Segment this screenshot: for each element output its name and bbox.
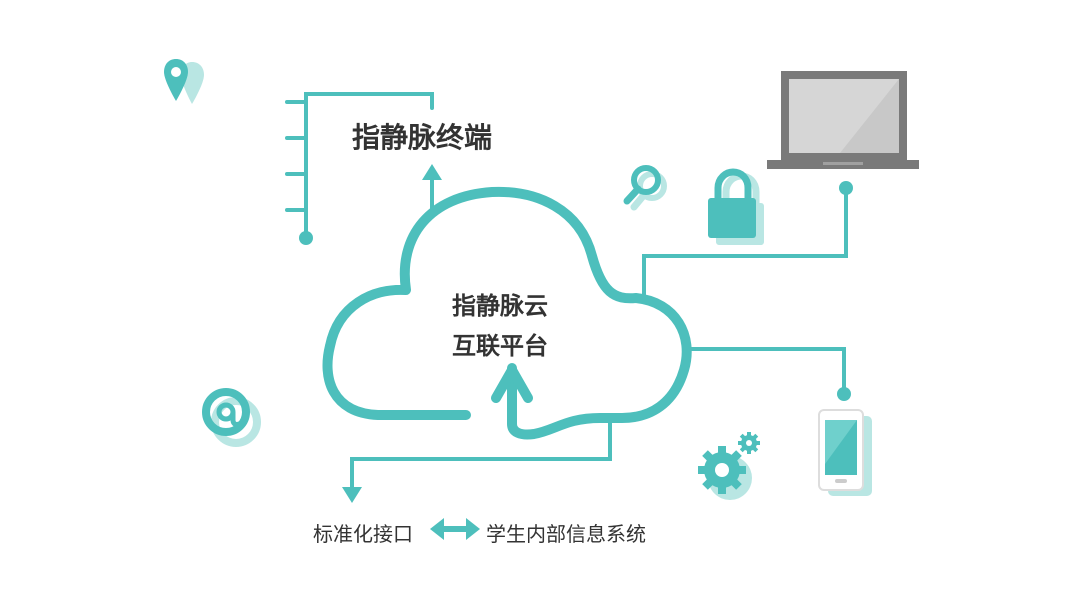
laptop-connector	[642, 192, 848, 300]
gears-icon	[698, 432, 760, 500]
bidirectional-arrow-icon	[430, 518, 480, 540]
phone-connector	[690, 347, 846, 392]
cloud-title-line1: 指静脉云	[452, 292, 548, 320]
cloud-shape	[322, 186, 692, 440]
terminal-connector	[285, 92, 434, 238]
terminal-label: 指静脉终端	[352, 121, 493, 154]
terminal-connector-dot	[299, 231, 313, 245]
at-sign-icon	[202, 388, 261, 447]
student-system-label: 学生内部信息系统	[486, 522, 646, 546]
padlock-icon	[708, 168, 764, 245]
magnifier-icon	[623, 165, 667, 211]
interface-connector	[350, 418, 612, 488]
cloud-title-line2: 互联平台	[452, 332, 548, 360]
location-pin-icon	[164, 59, 204, 104]
interface-arrowhead	[342, 487, 362, 503]
cloud-platform-title: 指静脉云 互联平台	[452, 286, 548, 366]
phone-connector-dot	[837, 387, 851, 401]
laptop-icon	[767, 71, 919, 169]
smartphone-icon	[818, 409, 872, 496]
standard-interface-label: 标准化接口	[313, 522, 413, 546]
laptop-connector-dot	[839, 181, 853, 195]
